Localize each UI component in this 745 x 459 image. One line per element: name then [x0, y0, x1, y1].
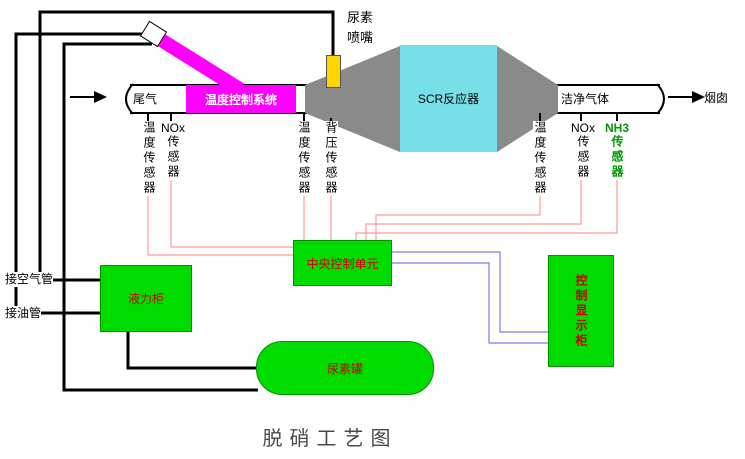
right-nox-sensor-head: NOx [571, 121, 595, 135]
hydraulic-cabinet-box: 液力柜 [100, 265, 192, 332]
mid-temp-sensor-label: 温度传感器 [297, 121, 311, 196]
backpressure-sensor-label: 背压传感器 [324, 121, 338, 196]
scr-reactor-box: SCR反应器 [400, 45, 497, 152]
nh3-sensor-head: NH3 [605, 121, 630, 135]
urea-injector-shape [326, 55, 341, 88]
display-control-wires [390, 251, 548, 344]
inlet-flow-arrow-icon [70, 91, 107, 103]
left-temp-sensor-label: 温度传感器 [142, 121, 156, 196]
right-nox-sensor: NOx 传感器 [571, 121, 595, 180]
scr-reactor-label: SCR反应器 [417, 92, 480, 106]
left-nox-sensor-head: NOx [161, 121, 185, 135]
diagram-title: 脱硝工艺图 [262, 428, 398, 450]
urea-nozzle-label: 尿素喷嘴 [347, 10, 374, 45]
duct-left-cap [125, 83, 134, 115]
supply-hose-lines [14, 10, 335, 392]
air-pipe-connection-label: 接空气管 [5, 272, 54, 287]
temp-control-system-box: 温度控制系统 [186, 85, 296, 113]
central-control-unit-box: 中央控制单元 [293, 240, 392, 286]
nh3-sensor-label: 传感器 [610, 135, 624, 180]
urea-tank-shape: 尿素罐 [256, 341, 434, 395]
central-control-unit-label: 中央控制单元 [306, 256, 379, 271]
clean-gas-label: 洁净气体 [561, 92, 610, 107]
chimney-label: 烟囱 [704, 91, 729, 106]
urea-tank-label: 尿素罐 [326, 361, 363, 376]
right-nox-sensor-label: 传感器 [576, 135, 590, 180]
hydraulic-cabinet-label: 液力柜 [127, 292, 164, 306]
outlet-flow-arrow-icon [668, 91, 705, 103]
left-nox-sensor-label: 传感器 [166, 135, 180, 180]
nh3-sensor: NH3 传感器 [605, 121, 630, 180]
duct-right-cap [656, 83, 665, 115]
inlet-diffuser-shape [305, 46, 400, 152]
exhaust-gas-label: 尾气 [133, 92, 158, 107]
outlet-diffuser-shape [497, 46, 558, 152]
right-temp-sensor-label: 温度传感器 [533, 121, 547, 196]
control-display-cabinet-box: 控制显示柜 [548, 255, 614, 367]
oil-pipe-connection-label: 接油管 [5, 306, 42, 321]
temp-control-label: 温度控制系统 [204, 92, 277, 107]
control-display-cabinet-label: 控制显示柜 [574, 273, 588, 349]
left-nox-sensor: NOx 传感器 [161, 121, 185, 180]
